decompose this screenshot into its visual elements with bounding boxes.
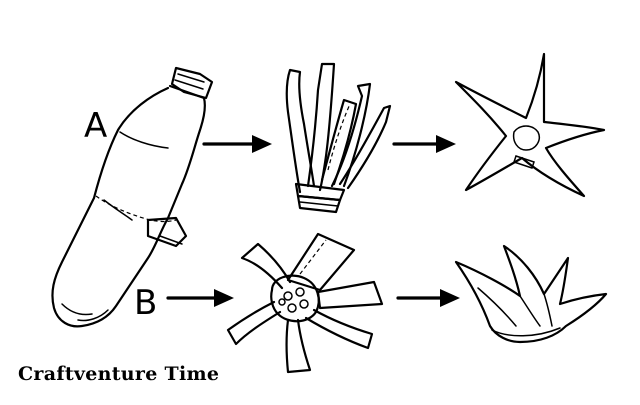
arrow-right-icon (166, 289, 234, 307)
tulip-flower-icon (454, 244, 608, 344)
arrow-right-icon (202, 135, 272, 153)
spread-strips-icon (226, 232, 384, 374)
craftventure-time-credit: Craftventure Time (18, 363, 220, 385)
row-label-a: A (84, 106, 107, 146)
cut-strips-icon (285, 62, 392, 214)
row-label-b: B (134, 283, 157, 323)
plastic-bottle-icon (51, 66, 214, 328)
arrow-right-icon (392, 135, 456, 153)
star-flower-icon (454, 52, 606, 198)
arrow-right-icon (396, 289, 460, 307)
